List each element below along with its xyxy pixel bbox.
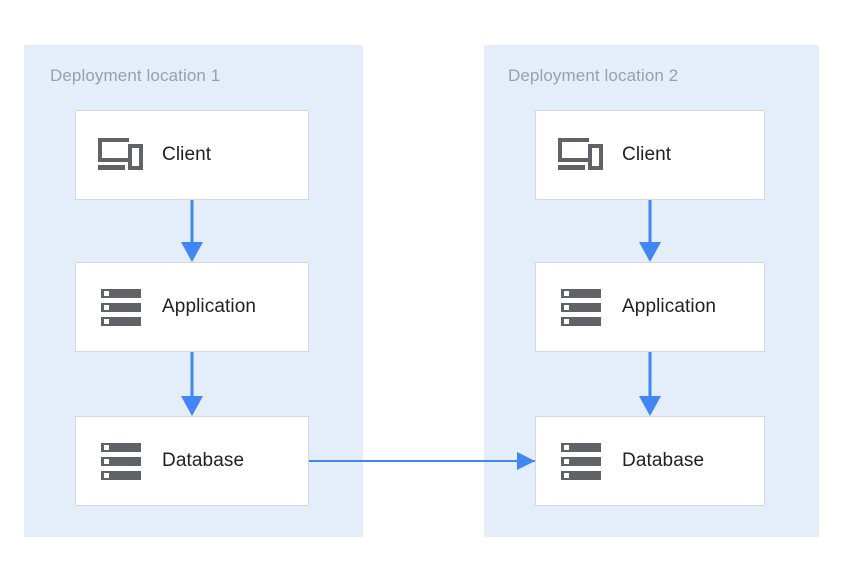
node-application-1-label: Application <box>162 296 257 317</box>
arrow-client-2-to-application-2 <box>639 200 661 262</box>
node-database-1[interactable]: Database <box>75 416 309 506</box>
node-application-2[interactable]: Application <box>535 262 765 352</box>
node-application-1[interactable]: Application <box>75 262 309 352</box>
node-database-1-label: Database <box>162 450 245 471</box>
server-icon <box>98 284 144 330</box>
arrow-application-1-to-database-1 <box>181 352 203 416</box>
server-icon <box>558 438 604 484</box>
client-devices-icon <box>98 132 144 178</box>
server-icon <box>558 284 604 330</box>
node-client-2-label: Client <box>622 144 672 165</box>
node-application-2-label: Application <box>622 296 717 317</box>
client-devices-icon <box>558 132 604 178</box>
arrow-client-1-to-application-1 <box>181 200 203 262</box>
deployment-zone-1-label: Deployment location 1 <box>50 66 221 85</box>
node-database-2[interactable]: Database <box>535 416 765 506</box>
arrow-application-2-to-database-2 <box>639 352 661 416</box>
node-database-2-label: Database <box>622 450 705 471</box>
node-client-1[interactable]: Client <box>75 110 309 200</box>
node-client-2[interactable]: Client <box>535 110 765 200</box>
arrow-database-1-to-database-2 <box>309 452 535 470</box>
deployment-zone-2-label: Deployment location 2 <box>508 66 679 85</box>
node-client-1-label: Client <box>162 144 212 165</box>
server-icon <box>98 438 144 484</box>
